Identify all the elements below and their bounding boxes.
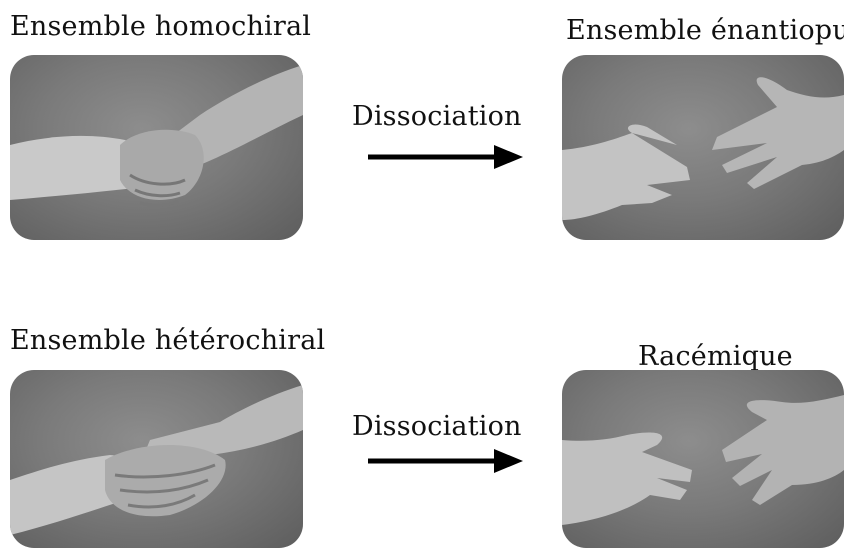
open-hands-mirror-icon: [562, 370, 844, 548]
handshake-heterochiral-icon: [10, 370, 303, 548]
handshake-homochiral-icon: [10, 55, 303, 240]
process-label-bottom: Dissociation: [352, 412, 522, 442]
photo-open-hands-enantiopur: [562, 55, 844, 240]
right-arrow-icon: [368, 448, 523, 474]
right-arrow-icon: [368, 144, 523, 170]
title-heterochiral: Ensemble hétérochiral: [10, 326, 325, 356]
photo-open-hands-racemique: [562, 370, 844, 548]
photo-handshake-heterochiral: [10, 370, 303, 548]
open-hands-same-icon: [562, 55, 844, 240]
title-racemique: Racémique: [638, 342, 793, 372]
photo-handshake-homochiral: [10, 55, 303, 240]
title-enantiopur: Ensemble énantiopur: [566, 16, 844, 46]
title-homochiral: Ensemble homochiral: [10, 12, 311, 42]
process-label-top: Dissociation: [352, 102, 522, 132]
